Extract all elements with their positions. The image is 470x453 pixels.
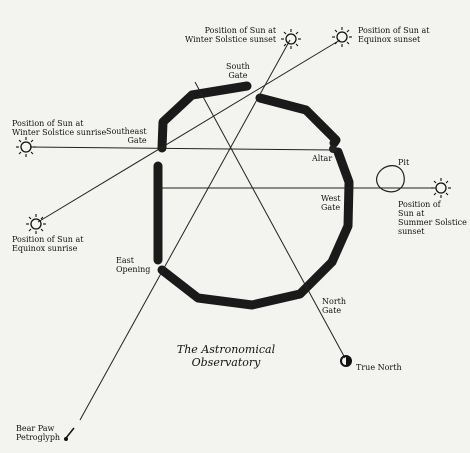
wall-south-west-segment	[157, 81, 252, 153]
diagram-title-line1: The Astronomical	[176, 343, 276, 356]
bear-paw-mark	[65, 427, 75, 439]
label-equinox-sunset: Position of Sun at Equinox sunset	[358, 26, 430, 44]
winter-solstice-line	[29, 146, 336, 151]
sun-icon	[26, 214, 46, 234]
label-bear-paw-petroglyph: Bear Paw Petroglyph	[16, 424, 61, 442]
sun-icon	[332, 27, 352, 47]
sun-icon	[431, 178, 451, 198]
label-winter-solstice-sunset: Position of Sun at Winter Solstice sunse…	[185, 26, 277, 44]
label-equinox-sunrise: Position of Sun at Equinox sunrise	[12, 235, 84, 253]
wall-altar-segment	[333, 147, 354, 187]
bear-paw-dot	[64, 437, 68, 441]
label-south-gate: South Gate	[226, 62, 250, 80]
label-east-opening: East Opening	[116, 256, 151, 274]
sun-icon	[16, 137, 36, 157]
label-true-north: True North	[356, 363, 402, 372]
label-altar: Altar	[312, 154, 333, 163]
sun-icon	[281, 29, 301, 49]
label-summer-solstice-sunset: Position of Sun at Summer Solstice sunse…	[398, 200, 467, 236]
wall-north-segment	[157, 179, 354, 310]
bear-paw-line	[79, 39, 291, 421]
label-winter-solstice-sunrise: Position of Sun at Winter Solstice sunri…	[12, 119, 107, 137]
altar-marker	[329, 145, 337, 153]
label-pit: Pit	[398, 158, 410, 167]
true-north-fill	[346, 356, 351, 366]
wall-south-east-segment	[255, 93, 341, 148]
equinox-line	[37, 39, 341, 223]
label-west-gate: West Gate	[321, 194, 341, 212]
label-southeast-gate: Southeast Gate	[106, 127, 147, 145]
pit-shape	[375, 165, 405, 193]
label-north-gate: North Gate	[322, 297, 347, 315]
diagram-title-line2: Observatory	[191, 356, 261, 369]
true-north-line	[194, 81, 346, 359]
